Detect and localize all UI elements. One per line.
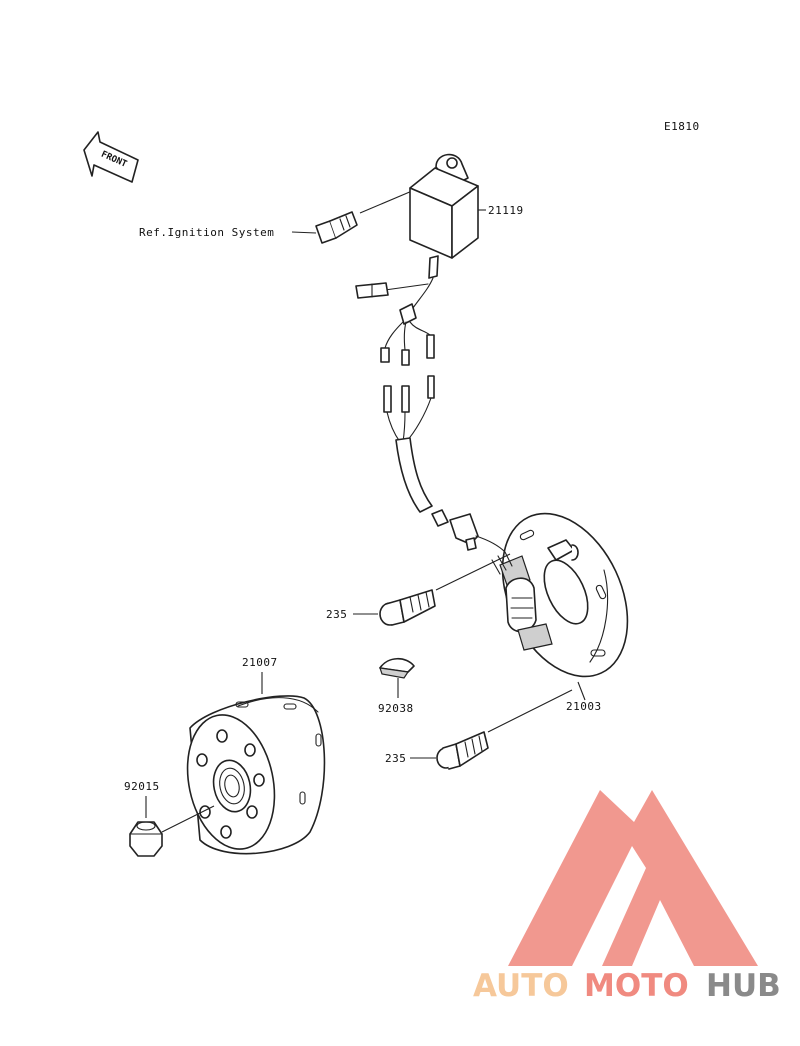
part-label-21007: 21007 bbox=[242, 656, 278, 669]
part-label-92038: 92038 bbox=[378, 702, 414, 715]
stator bbox=[491, 512, 629, 678]
diagram-code: E1810 bbox=[664, 120, 700, 133]
watermark-logo-triangle bbox=[508, 790, 758, 966]
leader-bolt-cdi bbox=[359, 190, 413, 214]
part-label-21003: 21003 bbox=[566, 700, 602, 713]
flywheel-nut bbox=[129, 821, 163, 857]
front-arrow-icon: FRONT bbox=[83, 131, 139, 183]
leader-21003 bbox=[577, 681, 586, 701]
leader-bolt-lower bbox=[487, 689, 573, 733]
stator-bolt-lower bbox=[436, 731, 489, 770]
part-label-235-upper: 235 bbox=[326, 608, 347, 621]
part-label-235-lower: 235 bbox=[385, 752, 406, 765]
watermark-moto: MOTO bbox=[584, 968, 689, 1004]
cdi-unit bbox=[409, 153, 479, 259]
stator-bolt-upper bbox=[379, 589, 436, 626]
watermark-hub: HUB bbox=[706, 968, 781, 1004]
watermark-auto: AUTO bbox=[473, 968, 569, 1004]
wiring-harness bbox=[355, 255, 506, 553]
part-label-92015: 92015 bbox=[124, 780, 160, 793]
part-label-21119: 21119 bbox=[488, 204, 524, 217]
ref-ignition-label: Ref.Ignition System bbox=[139, 226, 274, 239]
mount-bolt bbox=[315, 211, 358, 244]
leader-ref bbox=[291, 231, 317, 234]
watermark-text: AUTO MOTO HUB bbox=[473, 968, 781, 1004]
flywheel bbox=[186, 695, 326, 855]
woodruff-key bbox=[379, 657, 415, 679]
leader-bolt-upper bbox=[435, 553, 511, 591]
watermark-logo-icon bbox=[508, 790, 758, 966]
leader-nut-flywheel bbox=[161, 805, 215, 833]
